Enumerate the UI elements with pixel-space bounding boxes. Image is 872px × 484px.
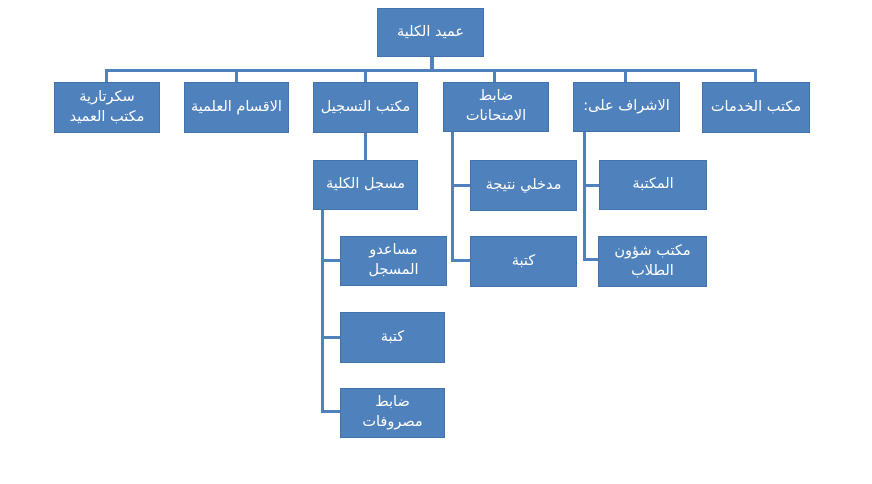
org-node-exams-clerks: كتبة [470, 236, 577, 287]
org-node-exams-officer-label: ضابط الامتحانات [465, 88, 527, 124]
org-node-registration-office-label: مكتب التسجيل [320, 98, 411, 115]
org-node-result-entry: مدخلي نتيجة [470, 160, 577, 211]
org-node-library-label: المكتبة [632, 176, 674, 193]
connector-elbow-fees-officer [321, 410, 340, 413]
org-node-registrar-assistants: مساعدو المسجل [340, 236, 447, 286]
org-node-student-affairs-office: مكتب شؤون الطلاب [598, 236, 707, 287]
connector-level1-horizontal [105, 69, 757, 72]
org-node-scientific-departments: الاقسام العلمية [184, 82, 289, 133]
connector-elbow-library [583, 184, 599, 187]
connector-drop-supervision [624, 70, 627, 83]
org-node-registrar-clerks-label: كتبة [380, 328, 405, 345]
connector-drop-departments [235, 70, 238, 83]
connector-elbow-student-affairs [583, 258, 598, 261]
connector-dean-stub [430, 56, 434, 70]
org-node-dean: عميد الكلية [377, 8, 484, 57]
org-node-scientific-departments-label: الاقسام العلمية [191, 98, 282, 115]
org-node-exams-clerks-label: كتبة [511, 252, 536, 269]
org-node-college-registrar-label: مسجل الكلية [325, 176, 406, 193]
connector-drop-exams [493, 70, 496, 83]
connector-elbow-registrar-clerks [321, 336, 340, 339]
org-node-fees-officer: ضابط مصروفات [340, 388, 445, 438]
org-node-exams-officer: ضابط الامتحانات [443, 82, 549, 132]
connector-drop-secretariat [105, 70, 108, 83]
org-node-registrar-assistants-label: مساعدو المسجل [368, 242, 419, 278]
connector-elbow-exams-clerks [451, 259, 470, 262]
org-node-supervision-label: الاشراف على: [583, 98, 670, 115]
org-node-supervision: الاشراف على: [573, 82, 680, 132]
connector-registrar-hang [321, 210, 324, 413]
connector-elbow-result-entry [451, 184, 470, 187]
connector-registration-registrar [364, 133, 367, 161]
org-node-dean-office-secretariat-label: سكرتارية مكتب العميد [69, 88, 145, 125]
connector-exams-hang [451, 132, 454, 262]
org-node-services-office-label: مكتب الخدمات [710, 98, 802, 115]
org-node-student-affairs-office-label: مكتب شؤون الطلاب [614, 242, 691, 279]
org-node-result-entry-label: مدخلي نتيجة [485, 176, 562, 193]
org-node-dean-label: عميد الكلية [396, 23, 465, 40]
connector-supervision-hang [583, 132, 586, 261]
connector-drop-services [754, 70, 757, 83]
connector-drop-registration [364, 70, 367, 83]
org-node-registrar-clerks: كتبة [340, 312, 445, 363]
org-node-dean-office-secretariat: سكرتارية مكتب العميد [54, 82, 160, 133]
connector-elbow-registrar-assistants [321, 259, 340, 262]
org-node-services-office: مكتب الخدمات [702, 82, 810, 133]
org-node-fees-officer-label: ضابط مصروفات [362, 394, 423, 430]
org-node-registration-office: مكتب التسجيل [313, 82, 418, 133]
org-node-college-registrar: مسجل الكلية [313, 160, 418, 210]
org-node-library: المكتبة [599, 160, 707, 210]
